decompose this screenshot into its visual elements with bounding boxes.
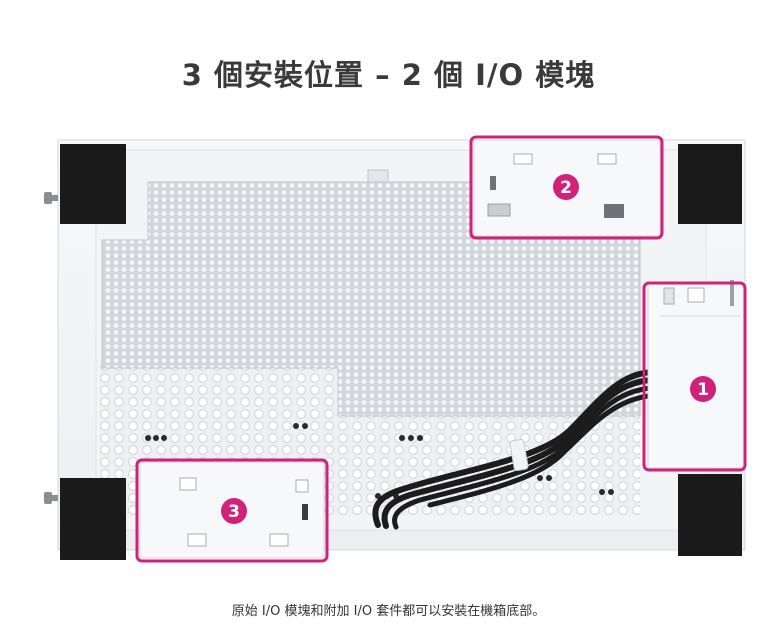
foot-top-left [60,144,126,224]
location-badge-3: 3 [221,498,247,524]
location-2-highlight [469,135,664,240]
foot-top-right [678,144,742,224]
location-badge-2-label: 2 [560,178,572,198]
filter-tab [367,169,389,183]
thumb-screw-top [44,192,58,204]
location-1-highlight [642,281,747,472]
foot-bottom-left [60,478,126,560]
foot-bottom-right [678,474,742,556]
location-badge-2: 2 [553,174,579,200]
thumb-screw-bottom [44,492,58,504]
location-badge-1-label: 1 [697,380,709,400]
location-badge-1: 1 [690,376,716,402]
cable-tie [509,438,529,472]
location-badge-3-label: 3 [228,502,240,522]
location-3-highlight [135,458,329,563]
caption: 原始 I/O 模塊和附加 I/O 套件都可以安裝在機箱底部。 [231,604,546,619]
page-title: 3 個安裝位置 – 2 個 I/O 模塊 [181,58,596,92]
io-module-location-1 [647,280,745,469]
